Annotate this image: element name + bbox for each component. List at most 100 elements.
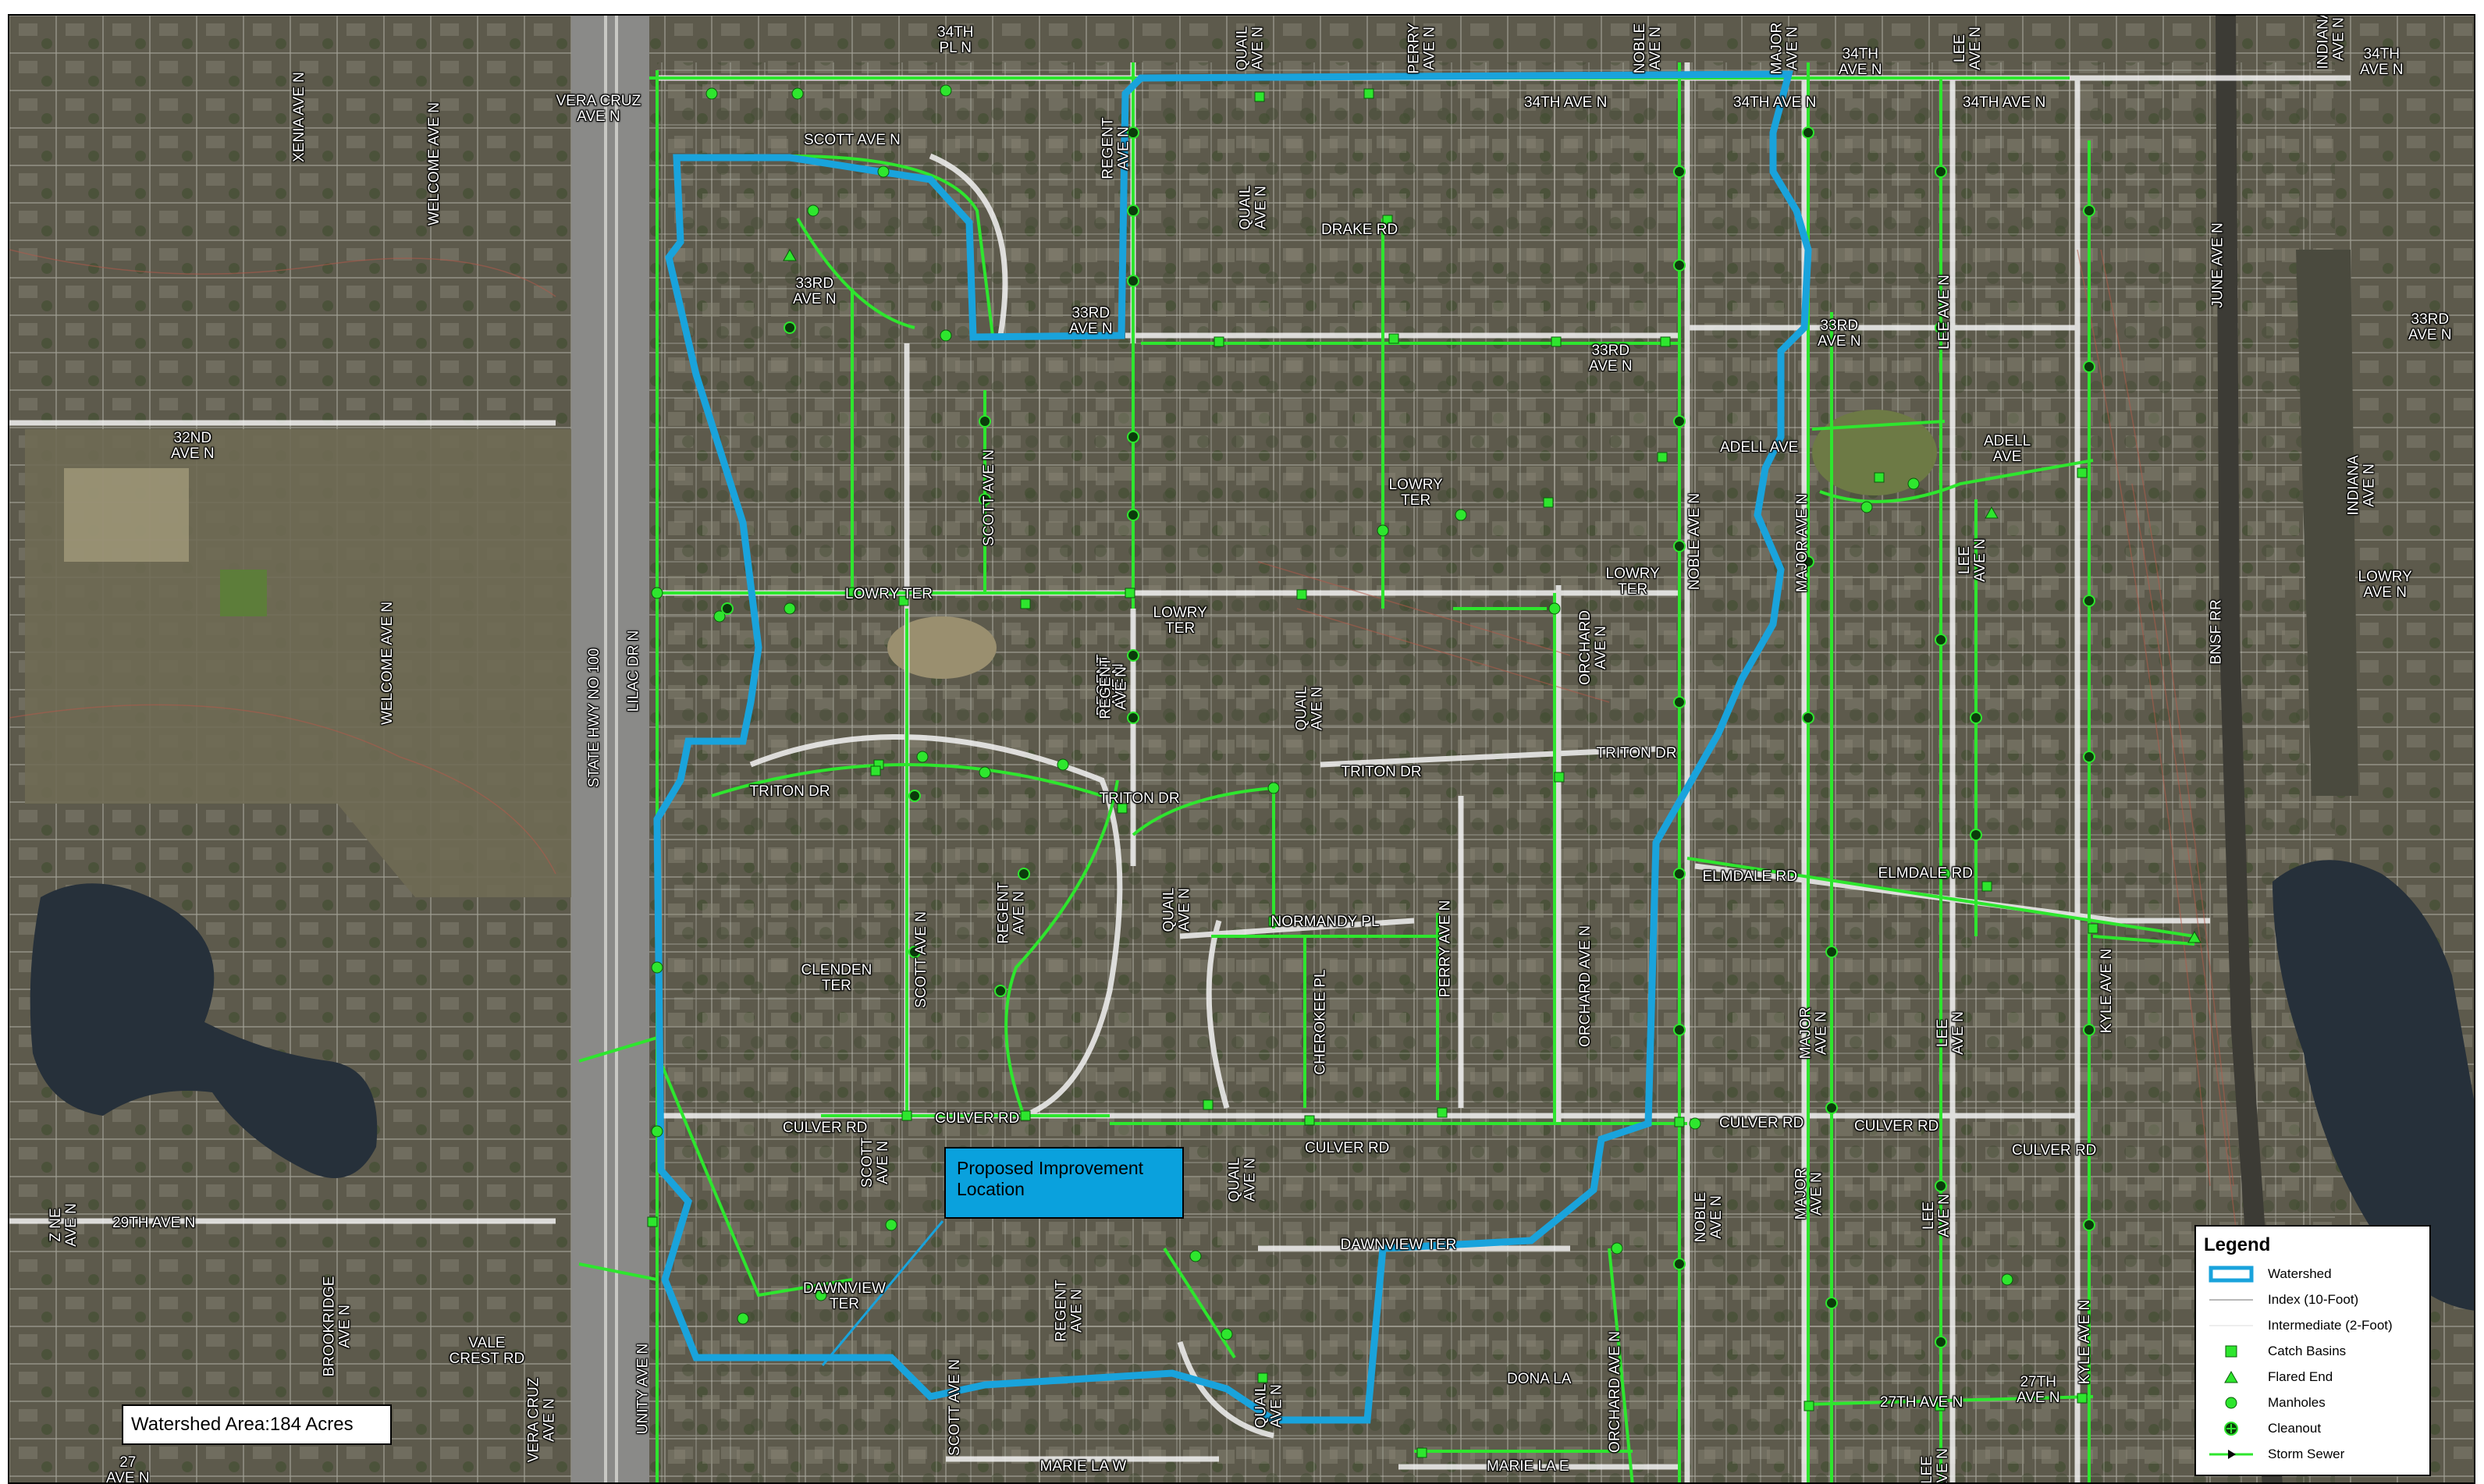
- street-label: JUNE AVE N: [2209, 222, 2226, 308]
- legend-label: Watershed: [2268, 1266, 2332, 1281]
- street-label: ADELL AVE: [1720, 439, 1799, 456]
- street-label: STATE HWY NO 100: [586, 648, 603, 788]
- street-label: CULVER RD: [783, 1120, 868, 1136]
- legend-label: Storm Sewer: [2268, 1446, 2345, 1461]
- street-label: 27TH AVE N: [1880, 1394, 1963, 1411]
- legend-item-manholes: Manholes: [2204, 1390, 2422, 1415]
- street-label: NOBLE AVE N: [1632, 23, 1665, 74]
- cleanout-icon: [2204, 1419, 2258, 1438]
- street-label: QUAIL AVE N: [1253, 1383, 1285, 1429]
- street-label: BROOKRIDGE AVE N: [320, 1276, 353, 1377]
- street-label: ELMDALE RD: [1702, 868, 1797, 885]
- catch-basin-markers: [647, 88, 2098, 1458]
- triangle-icon: [2204, 1368, 2258, 1386]
- legend-label: Manholes: [2268, 1394, 2326, 1410]
- legend-label: Flared End: [2268, 1369, 2333, 1384]
- street-label: LOWRY AVE N: [2358, 569, 2412, 601]
- storm-sewer-network: [578, 62, 2195, 1482]
- square-icon: [2204, 1342, 2258, 1361]
- street-label: LEE AVE N: [1951, 27, 1984, 70]
- proposed-improvement-callout: Proposed Improvement Location: [944, 1147, 1184, 1219]
- street-label: TRITON DR: [1596, 745, 1677, 762]
- street-label: DAWNVIEW TER: [1340, 1237, 1457, 1253]
- street-label: ELMDALE RD: [1878, 865, 1973, 882]
- street-label: PERRY AVE N: [1405, 23, 1438, 74]
- street-label: CLENDEN TER: [801, 962, 872, 994]
- street-label: 34TH AVE N: [1524, 94, 1608, 111]
- street-label: 34TH AVE N: [1839, 46, 1882, 78]
- street-label: VERA CRUZ AVE N: [556, 93, 641, 125]
- street-label: XENIA AVE N: [290, 72, 307, 162]
- street-label: SCOTT AVE N: [946, 1359, 963, 1456]
- flared-end-markers: [783, 248, 2201, 943]
- street-label: NOBLE AVE N: [1686, 492, 1704, 591]
- street-label: 27 AVE N: [106, 1454, 150, 1484]
- street-label: 33RD AVE N: [1069, 305, 1113, 337]
- street-label: KYLE AVE N: [2098, 948, 2116, 1034]
- lake-east: [2273, 860, 2474, 1311]
- legend-item-index-contour: Index (10-Foot): [2204, 1287, 2422, 1312]
- street-label: NORMANDY PL: [1270, 914, 1380, 930]
- legend-item-watershed: Watershed: [2204, 1261, 2422, 1287]
- street-label: SCOTT AVE N: [804, 132, 901, 148]
- street-label: 33RD AVE N: [1818, 318, 1861, 350]
- street-label: MAJOR AVE N: [1768, 22, 1800, 75]
- street-label: NOBLE AVE N: [1693, 1191, 1725, 1243]
- street-label: REGENT AVE N: [1053, 1280, 1086, 1342]
- street-label: ORCHARD AVE N: [1576, 925, 1594, 1047]
- legend-title: Legend: [2204, 1234, 2271, 1255]
- cleanout-markers: [721, 126, 2095, 1348]
- street-label: REGENT AVE N: [1097, 657, 1130, 719]
- street-label: PERRY AVE N: [1436, 900, 1453, 998]
- street-label: CULVER RD: [1719, 1115, 1804, 1131]
- arrow-line-icon: [2204, 1445, 2258, 1464]
- street-label: LOWRY TER: [1153, 605, 1207, 637]
- street-label: QUAIL AVE N: [1293, 686, 1326, 731]
- street-label: QUAIL AVE N: [1226, 1157, 1259, 1202]
- street-label: 34TH AVE N: [2360, 46, 2404, 78]
- street-label: LEE AVE N: [1956, 538, 1988, 582]
- legend-item-cleanout: Cleanout: [2204, 1415, 2422, 1441]
- street-label: 27TH AVE N: [2017, 1374, 2060, 1406]
- street-label: SCOTT AVE N: [859, 1137, 892, 1188]
- street-label: MARIE LA W: [1039, 1458, 1127, 1475]
- street-label: CULVER RD: [1305, 1140, 1390, 1156]
- line-intermediate-icon: [2204, 1316, 2258, 1335]
- line-index-icon: [2204, 1291, 2258, 1309]
- legend-label: Index (10-Foot): [2268, 1291, 2359, 1307]
- street-label: LEE AVE N: [1918, 1448, 1951, 1484]
- manhole-markers: [651, 84, 2013, 1340]
- street-label: KYLE AVE N: [2077, 1299, 2094, 1385]
- street-label: DRAKE RD: [1321, 222, 1398, 238]
- street-label: DONA LA: [1507, 1371, 1572, 1387]
- street-label: 34TH PL N: [937, 24, 974, 56]
- highway: [571, 16, 649, 1482]
- street-label: QUAIL AVE N: [1234, 26, 1267, 71]
- street-label: CULVER RD: [935, 1110, 1020, 1127]
- street-label: 33RD AVE N: [1589, 343, 1633, 375]
- street-label: CULVER RD: [2012, 1142, 2097, 1159]
- street-label: BNSF RR: [2208, 599, 2225, 665]
- street-label: LEE AVE N: [1934, 1011, 1967, 1055]
- aerial-map: [9, 16, 2474, 1482]
- street-label: CHEROKEE PL: [1312, 969, 1329, 1075]
- street-label: 34TH AVE N: [1733, 94, 1817, 111]
- street-label: Z NE AVE N: [47, 1203, 80, 1247]
- street-label: ADELL AVE: [1984, 433, 2031, 465]
- street-label: 33RD AVE N: [2408, 311, 2452, 343]
- street-label: LOWRY TER: [845, 586, 933, 602]
- map-legend: Legend Watershed Index (10-Foot) Interme…: [2194, 1225, 2431, 1476]
- street-label: REGENT AVE N: [995, 882, 1028, 944]
- lake-west: [30, 883, 378, 1178]
- street-label: MAJOR AVE N: [1796, 1006, 1829, 1060]
- street-label: QUAIL AVE N: [1237, 185, 1270, 230]
- street-label: LEE AVE N: [1935, 275, 1953, 350]
- legend-label: Cleanout: [2268, 1420, 2322, 1436]
- street-label: UNITY AVE N: [634, 1343, 651, 1435]
- street-label: VERA CRUZ AVE N: [524, 1377, 557, 1463]
- street-label: DAWNVIEW TER: [803, 1280, 886, 1312]
- street-label: LEE AVE N: [1920, 1194, 1953, 1237]
- legend-label: Catch Basins: [2268, 1343, 2347, 1358]
- street-label: CULVER RD: [1854, 1118, 1939, 1134]
- map-frame[interactable]: 34TH PL N QUAIL AVE N PERRY AVE N NOBLE AVE…: [8, 14, 2475, 1484]
